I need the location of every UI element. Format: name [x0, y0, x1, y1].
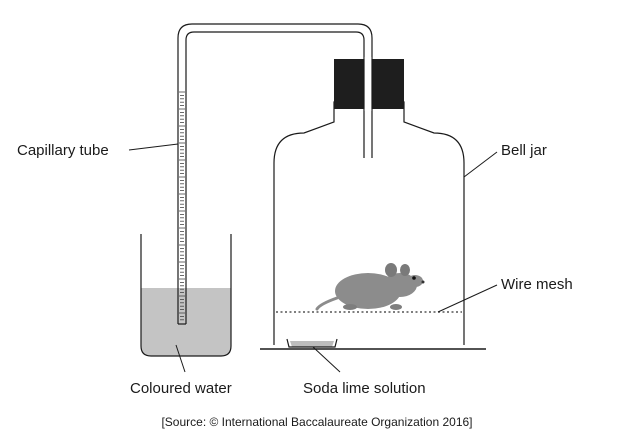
wire-mesh-label: Wire mesh — [501, 276, 573, 293]
beaker-outline — [140, 234, 232, 357]
capillary-tube-leader — [128, 143, 179, 151]
tube-through-stopper — [364, 57, 372, 111]
capillary-tube-inner — [185, 31, 365, 324]
soda-lime-fill — [290, 341, 334, 347]
bell-jar-leader — [463, 151, 498, 178]
mouse-illustration — [315, 263, 425, 311]
capillary-tube-outer — [177, 23, 373, 324]
coloured-water-leader — [175, 344, 186, 373]
wire-mesh-leader — [437, 284, 498, 313]
soda-lime-leader — [312, 346, 341, 373]
soda-lime-dish — [286, 338, 338, 348]
capillary-tube-label: Capillary tube — [17, 142, 109, 159]
coloured-water-label: Coloured water — [130, 380, 232, 397]
source-citation: [Source: © International Baccalaureate O… — [161, 415, 472, 429]
bell-jar-label: Bell jar — [501, 142, 547, 159]
capillary-scale — [179, 91, 185, 321]
soda-lime-label: Soda lime solution — [303, 380, 426, 397]
